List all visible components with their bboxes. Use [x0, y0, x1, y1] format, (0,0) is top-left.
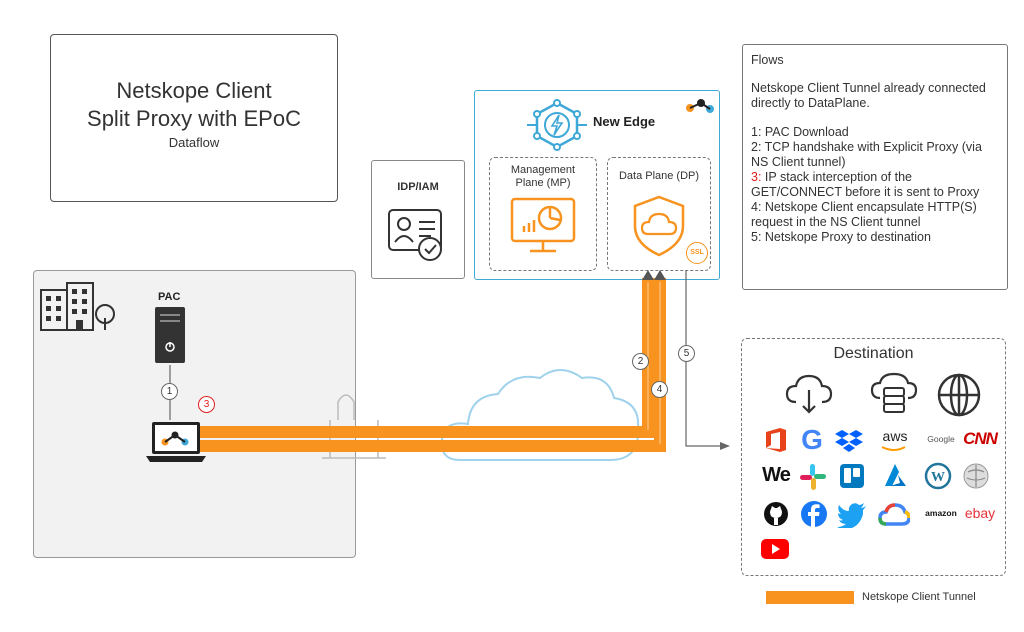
flow-step-4: 4: Netskope Client encapsulate HTTP(S) r… — [751, 200, 977, 229]
cloud-database-icon — [870, 372, 918, 413]
monitor-chart-icon — [510, 197, 576, 253]
google-g-icon: G — [801, 424, 823, 455]
flows-heading: Flows — [751, 53, 784, 67]
destination-heading: Destination — [833, 345, 914, 362]
cnn-logo-icon: CNN — [963, 429, 998, 448]
wikipedia-icon — [963, 463, 989, 489]
flow-step-3-number: 3: — [751, 170, 762, 184]
management-plane-box: Management Plane (MP) — [489, 157, 597, 271]
netskope-logo-icon — [686, 99, 714, 113]
data-plane-label: Data Plane (DP) — [618, 170, 700, 182]
flow-step-5: 5: Netskope Proxy to destination — [751, 230, 931, 244]
step-marker-5: 5 — [678, 345, 695, 362]
step-marker-2: 2 — [632, 353, 649, 370]
idp-iam-label: IDP/IAM — [397, 181, 439, 193]
legend-tunnel-swatch — [766, 591, 854, 604]
azure-icon — [885, 464, 906, 486]
svg-text:W: W — [931, 470, 945, 485]
arrow-head-2 — [642, 270, 654, 280]
title-line-1: Netskope Client — [116, 78, 272, 103]
office-icon — [766, 428, 786, 452]
title-box: Netskope Client Split Proxy with EPoC Da… — [50, 34, 338, 202]
flow-step-2: 2: TCP handshake with Explicit Proxy (vi… — [751, 140, 982, 169]
flow-step-3: 3: IP stack interception of the GET/CONN… — [751, 170, 999, 200]
shield-cloud-icon — [633, 195, 685, 257]
flow-step-3-text: IP stack interception of the GET/CONNECT… — [751, 170, 980, 199]
title-subtitle: Dataflow — [168, 135, 220, 150]
destination-path-line — [685, 270, 722, 447]
slack-icon — [800, 464, 826, 490]
dropbox-icon — [835, 430, 863, 452]
office-building-icon — [40, 282, 115, 331]
id-card-icon — [388, 209, 442, 261]
pac-label: PAC — [158, 291, 181, 303]
management-plane-label: Management Plane (MP) — [510, 164, 576, 189]
flows-intro: Netskope Client Tunnel already connected… — [751, 81, 986, 110]
step-marker-4: 4 — [651, 381, 668, 398]
facebook-icon — [801, 501, 827, 527]
ebay-logo-icon: ebay — [964, 505, 996, 521]
campus-area — [33, 270, 356, 558]
arrow-head-4 — [654, 270, 666, 280]
aws-logo-icon: aws — [882, 428, 908, 444]
github-icon — [764, 502, 788, 526]
google-cloud-icon — [878, 503, 910, 526]
new-edge-box: New Edge Management Plane (MP) Data Plan… — [474, 90, 720, 280]
data-plane-box: Data Plane (DP) SSL — [607, 157, 711, 271]
tunnel-line-4 — [200, 278, 666, 452]
aws-smile-icon — [881, 446, 906, 451]
pac-server-icon — [155, 307, 185, 363]
step-marker-1: 1 — [161, 383, 178, 400]
wordpress-icon: W — [924, 462, 952, 490]
destination-arrow-head — [720, 442, 730, 450]
wetransfer-icon: We — [762, 464, 791, 486]
trello-icon — [840, 464, 864, 488]
globe-icon — [937, 373, 981, 417]
title-line-2: Split Proxy with EPoC — [87, 106, 301, 131]
cloud-download-icon — [785, 374, 833, 414]
laptop-icon — [146, 422, 206, 462]
google-wordmark-icon: Google — [927, 434, 955, 444]
twitter-icon — [837, 503, 866, 528]
step-marker-3: 3 — [198, 396, 215, 413]
destination-box: Destination — [741, 338, 1006, 576]
flows-panel: Flows Netskope Client Tunnel already con… — [742, 44, 1008, 290]
new-edge-label: New Edge — [593, 114, 656, 129]
ssl-badge: SSL — [686, 242, 708, 264]
amazon-logo-icon: amazon — [925, 508, 957, 518]
youtube-icon — [761, 539, 789, 559]
lightning-hexagon-icon — [527, 99, 587, 151]
idp-iam-box: IDP/IAM — [371, 160, 465, 279]
flow-step-1: 1: PAC Download — [751, 125, 849, 139]
legend-tunnel-label: Netskope Client Tunnel — [862, 591, 976, 603]
tunnel-line-2 — [200, 278, 654, 438]
